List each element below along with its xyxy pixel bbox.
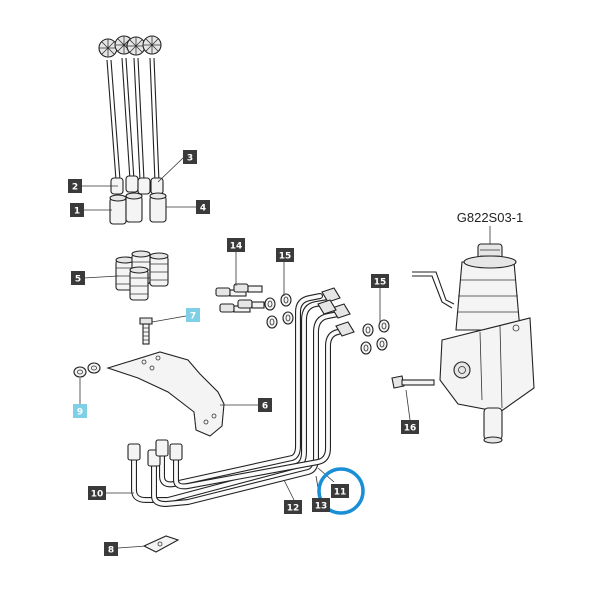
svg-text:8: 8 (108, 546, 114, 556)
callout-label: 5 (71, 271, 85, 285)
dust-boots (115, 250, 169, 301)
svg-text:12: 12 (287, 504, 300, 514)
callout-label: 13 (312, 498, 330, 512)
svg-text:4: 4 (200, 204, 206, 214)
bolt (139, 317, 153, 345)
hydraulic-pipes (127, 287, 355, 507)
callout-label: 7 (186, 308, 200, 322)
highlight-ring (317, 467, 365, 515)
o-rings-left (264, 293, 294, 329)
callout-label: 4 (196, 200, 210, 214)
svg-text:10: 10 (91, 490, 104, 500)
svg-text:15: 15 (374, 278, 387, 288)
callout-label: 1 (70, 203, 84, 217)
svg-text:9: 9 (77, 408, 83, 418)
lever-knob (98, 38, 118, 58)
o-rings-right (360, 319, 390, 355)
callout-label: 10 (88, 486, 106, 500)
callout-label: 16 (401, 420, 419, 434)
callout-label: 15 (371, 274, 389, 288)
control-levers (98, 35, 167, 225)
callout-label: 11 (331, 484, 349, 498)
svg-text:6: 6 (262, 402, 268, 412)
svg-text:2: 2 (72, 183, 78, 193)
hose-fittings (215, 283, 265, 313)
control-valve (391, 243, 535, 444)
svg-text:14: 14 (230, 242, 243, 252)
leader-lines (79, 157, 491, 549)
retaining-plate (142, 535, 180, 553)
svg-text:3: 3 (187, 154, 193, 164)
lever-knob (142, 35, 162, 55)
callout-label: 3 (183, 150, 197, 164)
callout-label: 12 (284, 500, 302, 514)
svg-text:11: 11 (334, 488, 347, 498)
callout-label: 9 (73, 404, 87, 418)
callout-label: 8 (104, 542, 118, 556)
callout-label: 15 (276, 248, 294, 262)
reference-code: G822S03-1 (457, 210, 524, 225)
svg-text:1: 1 (74, 207, 80, 217)
callout-label: 2 (68, 179, 82, 193)
svg-text:5: 5 (75, 275, 81, 285)
callout-label: 14 (227, 238, 245, 252)
lever-knob (126, 36, 146, 56)
svg-text:16: 16 (404, 424, 417, 434)
svg-text:13: 13 (315, 502, 328, 512)
mounting-bracket (106, 351, 225, 437)
svg-text:15: 15 (279, 252, 292, 262)
washers (73, 362, 101, 378)
callout-labels: 1 2 3 4 5 6 7 8 9 10 11 (68, 150, 419, 556)
svg-text:7: 7 (190, 312, 196, 322)
callout-label: 6 (258, 398, 272, 412)
